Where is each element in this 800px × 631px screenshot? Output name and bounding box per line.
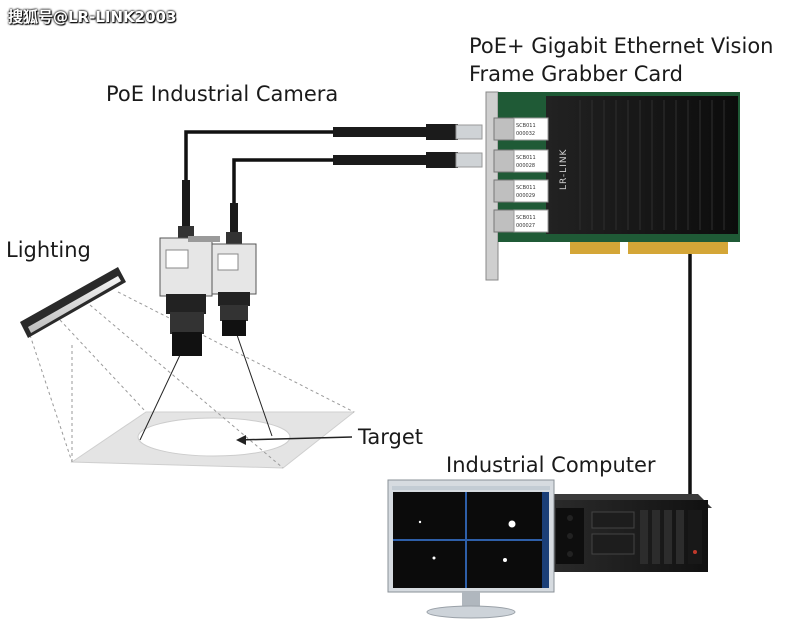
target-arrow xyxy=(236,435,353,445)
port-2-label-line1: SCB011 xyxy=(516,155,536,161)
port-4-label-line1: SCB011 xyxy=(516,215,536,221)
ethernet-cables xyxy=(184,130,692,505)
port-1-label-line2: 000032 xyxy=(516,131,535,137)
computer-label: Industrial Computer xyxy=(446,453,656,477)
monitor xyxy=(387,479,555,619)
card-label-line2: Frame Grabber Card xyxy=(469,62,683,86)
target-plane xyxy=(70,411,356,469)
card-label-line1: PoE+ Gigabit Ethernet Vision xyxy=(469,34,774,58)
camera-1 xyxy=(159,180,213,356)
port-1-label-line1: SCB011 xyxy=(516,123,536,129)
rj45-plug-1 xyxy=(333,124,483,140)
card-port-4: SCB011 000027 xyxy=(493,209,549,233)
industrial-computer xyxy=(548,494,712,572)
lighting-fixture xyxy=(20,267,355,469)
camera-2 xyxy=(188,203,257,336)
port-3-label-line2: 000029 xyxy=(516,193,535,199)
card-brand: LR-LINK xyxy=(559,148,569,190)
frame-grabber-card: LR-LINK SCB011 000032 SCB011 000028 SCB0… xyxy=(485,91,740,281)
card-port-3: SCB011 000029 xyxy=(493,179,549,203)
port-3-label-line1: SCB011 xyxy=(516,185,536,191)
target-label: Target xyxy=(358,425,423,449)
camera-label: PoE Industrial Camera xyxy=(106,82,339,106)
port-4-label-line2: 000027 xyxy=(516,223,535,229)
card-port-2: SCB011 000028 xyxy=(493,149,549,173)
camera-field-of-view xyxy=(139,331,273,441)
rj45-plug-2 xyxy=(333,152,483,168)
card-port-1: SCB011 000032 xyxy=(493,117,549,141)
port-2-label-line2: 000028 xyxy=(516,163,535,169)
watermark: 搜狐号@LR-LINK2003 xyxy=(8,8,177,26)
lighting-label: Lighting xyxy=(6,238,91,262)
